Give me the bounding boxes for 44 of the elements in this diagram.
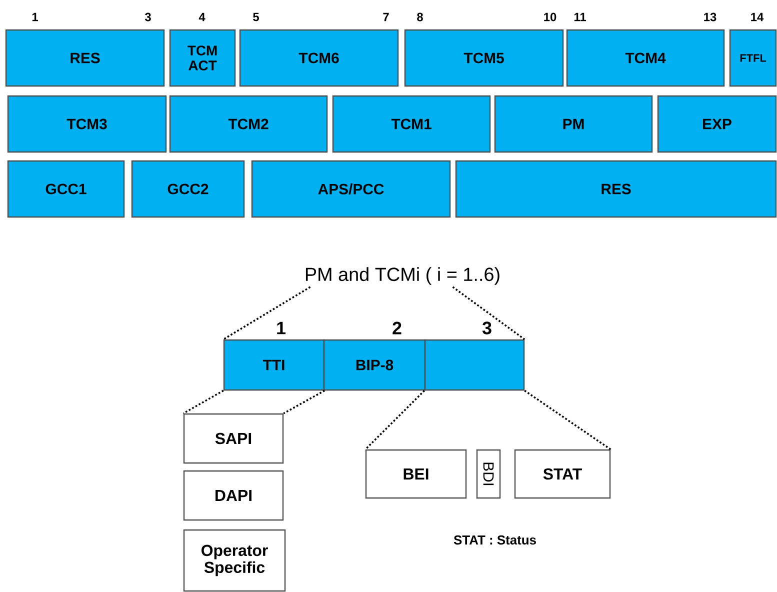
field-box: TCM4 xyxy=(566,29,725,87)
field-box: TCM6 xyxy=(239,29,399,87)
expansion-line xyxy=(452,286,526,340)
byte-number: 10 xyxy=(544,12,556,22)
field-box: BDI xyxy=(476,449,501,499)
field-box: TTI xyxy=(223,339,325,391)
byte-number: 8 xyxy=(417,12,423,22)
expansion-line xyxy=(283,390,326,414)
field-box: TCM ACT xyxy=(169,29,236,87)
field-box: RES xyxy=(455,160,777,218)
field-box: TCM2 xyxy=(169,95,328,153)
byte-number: 5 xyxy=(253,12,259,22)
field-box: STAT xyxy=(514,449,611,499)
field-box: TCM5 xyxy=(404,29,564,87)
field-note: STAT : Status xyxy=(454,535,536,545)
field-box: DAPI xyxy=(183,470,284,521)
field-box: GCC2 xyxy=(131,160,245,218)
byte-number: 1 xyxy=(277,322,286,334)
byte-number: 11 xyxy=(574,12,586,22)
field-box: SAPI xyxy=(183,413,284,464)
field-box: GCC1 xyxy=(7,160,125,218)
field-box: BEI xyxy=(365,449,467,499)
field-box: APS/PCC xyxy=(251,160,451,218)
byte-number: 2 xyxy=(392,322,402,334)
field-box: PM xyxy=(494,95,653,153)
field-box: RES xyxy=(5,29,165,87)
byte-number: 4 xyxy=(198,12,206,22)
field-box: FTFL xyxy=(729,29,777,87)
byte-number: 14 xyxy=(751,12,764,22)
expansion-line xyxy=(222,286,311,340)
byte-number: 3 xyxy=(144,12,151,22)
field-box: TCM3 xyxy=(7,95,167,153)
section-heading: PM and TCMi ( i = 1..6) xyxy=(306,267,500,285)
byte-number: 7 xyxy=(383,12,389,22)
field-box: BIP-8 xyxy=(323,339,426,391)
byte-number: 13 xyxy=(704,12,716,22)
expansion-line xyxy=(364,390,426,450)
field-box: EXP xyxy=(657,95,777,153)
expansion-line xyxy=(524,390,612,450)
byte-number: 3 xyxy=(482,322,492,334)
field-box xyxy=(424,339,525,391)
field-box: Operator Specific xyxy=(183,529,286,592)
expansion-line xyxy=(182,390,224,414)
field-box: TCM1 xyxy=(332,95,491,153)
